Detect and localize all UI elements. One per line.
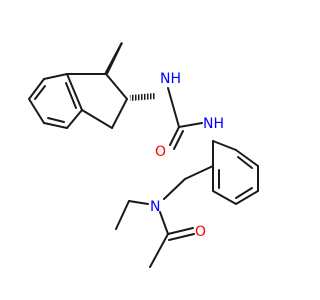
urea-oxygen-label: O [155, 144, 166, 160]
indane-benzene-ring [28, 73, 83, 129]
benzyl-linker [163, 165, 214, 200]
acetyl-oxygen-label: O [195, 224, 206, 240]
nh-top-label: NH [160, 71, 181, 87]
acetyl-group [149, 211, 195, 268]
ethyl-group [115, 200, 149, 230]
phenyl-ring [212, 140, 259, 205]
stereo-hash-bond [129, 93, 156, 101]
nh-right-label: NH [203, 116, 224, 132]
indane-five-ring [66, 73, 128, 129]
urea-linkage [167, 87, 203, 150]
methyl-group [104, 42, 123, 74]
molecule-structure: NH NH O [28, 42, 259, 268]
structure-canvas: NH NH O [28, 42, 259, 268]
amide-nitrogen-label: N [150, 199, 160, 215]
